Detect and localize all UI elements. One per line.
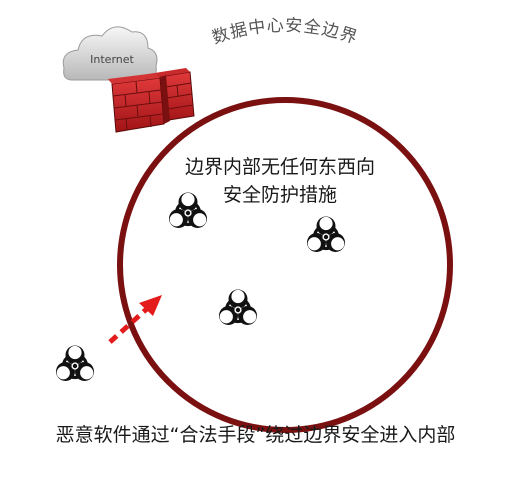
cloud-icon: Internet [62, 26, 158, 81]
inner-note-line-1: 边界内部无任何东西向 [184, 156, 375, 178]
inner-note: 边界内部无任何东西向 安全防护措施 [160, 153, 400, 209]
biohazard-icon [54, 343, 96, 383]
perimeter-label: 数据中心安全边界 [210, 16, 361, 49]
biohazard-icon [305, 214, 347, 254]
intrusion-arrow [108, 295, 162, 344]
cloud-label: Internet [90, 53, 134, 66]
caption: 恶意软件通过“合法手段”绕过边界安全进入内部 [55, 424, 456, 446]
perimeter-circle [117, 97, 453, 433]
perimeter-label-path: 数据中心安全边界 [210, 16, 360, 49]
firewall-icon [108, 68, 195, 133]
biohazard-icon [217, 287, 259, 327]
inner-note-line-2: 安全防护措施 [222, 184, 337, 206]
